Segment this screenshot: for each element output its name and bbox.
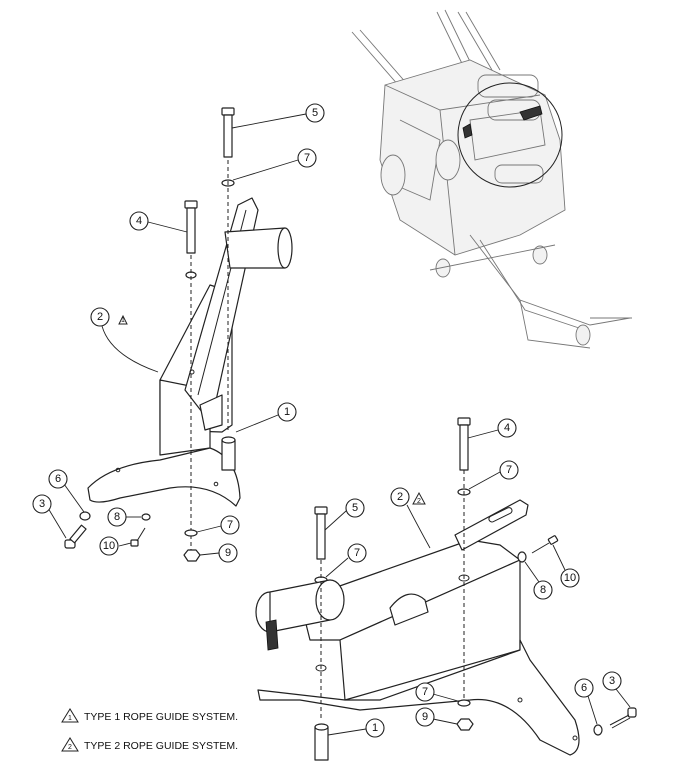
callout-4-type2: 4 [497, 418, 517, 438]
callout-7-type2-c: 7 [415, 682, 435, 702]
callout-1-type2: 1 [365, 718, 385, 738]
svg-text:2: 2 [68, 744, 72, 751]
callout-6-type2: 6 [574, 678, 594, 698]
part-3-bolt-type2 [609, 707, 637, 729]
svg-text:4: 4 [136, 215, 142, 227]
part-9-nut-type2 [456, 718, 474, 731]
type2-rope-guide-assembly [255, 417, 637, 761]
type1-note-flag-icon: 1 [61, 708, 79, 723]
svg-text:7: 7 [354, 547, 360, 559]
part-8-washer-type2 [517, 551, 527, 563]
part-5-bolt-type2 [314, 506, 328, 560]
callout-7-type2-b: 7 [347, 543, 367, 563]
svg-text:7: 7 [304, 152, 310, 164]
callout-7-type1-bottom: 7 [220, 515, 240, 535]
part-10-screw-type1 [130, 527, 146, 547]
callout-5-type2: 5 [345, 498, 365, 518]
legend-notes: 1 TYPE 1 ROPE GUIDE SYSTEM. 2 TYPE 2 ROP… [61, 708, 238, 752]
part-6-washer-type1 [79, 511, 91, 521]
part-7-washer-type1-bottom [184, 529, 198, 537]
callout-4-type1: 4 [129, 211, 149, 231]
callout-7-type1-top: 7 [297, 148, 317, 168]
callout-3-type1: 3 [32, 494, 52, 514]
svg-text:1: 1 [68, 715, 72, 722]
part-4-bolt-type2 [457, 417, 471, 471]
callout-8-type1: 8 [107, 507, 127, 527]
note-type1-text: TYPE 1 ROPE GUIDE SYSTEM. [84, 711, 238, 723]
note-type1: 1 TYPE 1 ROPE GUIDE SYSTEM. [61, 708, 238, 723]
callout-2-type2: 2 [390, 487, 410, 507]
part-10-screw-type2 [531, 535, 559, 554]
svg-text:4: 4 [504, 422, 510, 434]
machine-overview-illustration [351, 9, 632, 349]
type1-flag-icon: 1 [118, 314, 128, 325]
svg-text:6: 6 [581, 682, 587, 694]
svg-text:2: 2 [97, 311, 103, 323]
svg-text:1: 1 [284, 406, 290, 418]
part-4-bolt-type1 [184, 200, 198, 254]
part-2-bracket-type1 [87, 197, 293, 507]
svg-text:7: 7 [422, 686, 428, 698]
callout-10-type2: 10 [560, 568, 580, 588]
callout-10-type1: 10 [99, 536, 119, 556]
part-9-nut-type1 [183, 549, 201, 562]
callout-9-type1: 9 [218, 543, 238, 563]
svg-text:10: 10 [103, 540, 115, 552]
callout-7-type2-a: 7 [499, 460, 519, 480]
callout-2-type1: 2 [90, 307, 110, 327]
svg-text:8: 8 [114, 511, 120, 523]
svg-text:3: 3 [39, 498, 45, 510]
callout-1-type1: 1 [277, 402, 297, 422]
callout-8-type2: 8 [533, 580, 553, 600]
svg-text:5: 5 [352, 502, 358, 514]
callout-3-type2: 3 [602, 671, 622, 691]
callout-9-type2: 9 [415, 707, 435, 727]
type2-flag-icon: 2 [412, 491, 426, 505]
svg-text:2: 2 [417, 498, 421, 505]
part-8-washer-type1 [141, 513, 151, 521]
note-type2: 2 TYPE 2 ROPE GUIDE SYSTEM. [61, 737, 238, 752]
svg-text:5: 5 [312, 107, 318, 119]
callout-5-type1: 5 [305, 103, 325, 123]
callout-6-type1: 6 [48, 469, 68, 489]
part-6-washer-type2 [593, 724, 603, 736]
svg-text:10: 10 [564, 572, 576, 584]
part-7-washer-type2-bottom [457, 699, 471, 707]
svg-text:8: 8 [540, 584, 546, 596]
callouts-type1: 5 7 4 2 1 1 6 3 8 [32, 103, 325, 563]
part-3-bolt-type1 [64, 524, 87, 549]
svg-text:2: 2 [397, 491, 403, 503]
note-type2-text: TYPE 2 ROPE GUIDE SYSTEM. [84, 740, 238, 752]
svg-text:9: 9 [422, 711, 428, 723]
callouts-type2: 4 7 2 2 5 7 10 8 7 [324, 418, 631, 738]
part-1-spacer-type2 [314, 723, 329, 761]
svg-text:7: 7 [506, 464, 512, 476]
type1-rope-guide-assembly [64, 107, 293, 562]
type2-note-flag-icon: 2 [61, 737, 79, 752]
svg-text:6: 6 [55, 473, 61, 485]
svg-text:7: 7 [227, 519, 233, 531]
svg-text:9: 9 [225, 547, 231, 559]
svg-text:1: 1 [121, 317, 125, 324]
part-1-spacer-type1 [221, 436, 236, 471]
part-5-bolt-type1 [221, 107, 235, 158]
svg-text:3: 3 [609, 675, 615, 687]
svg-text:1: 1 [372, 722, 378, 734]
